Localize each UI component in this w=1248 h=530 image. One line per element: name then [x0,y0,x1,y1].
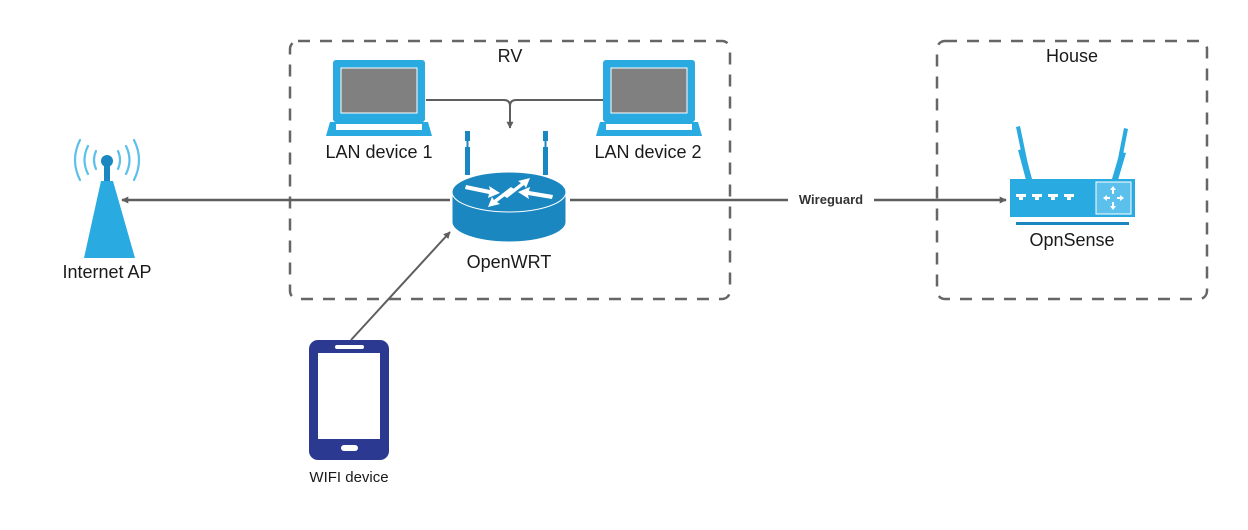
node-lan-device-2[interactable]: LAN device 2 [594,60,702,162]
group-rv: RV [288,39,732,301]
edge-wireguard: Wireguard [570,192,1007,207]
node-lan-device-1[interactable]: LAN device 1 [325,60,433,162]
smartphone-icon [309,340,389,460]
node-label: LAN device 1 [325,142,432,162]
laptop-icon [326,60,432,136]
node-opnsense[interactable]: OpnSense [1010,126,1135,250]
antenna-tower-icon [73,138,141,258]
node-internet-ap[interactable]: Internet AP [62,138,152,282]
edge-lan-to-openwrt [426,99,603,129]
node-label: OpenWRT [467,252,552,272]
wifi-router-icon [1010,126,1135,225]
group-label-rv: RV [498,46,523,66]
node-label: WIFI device [309,469,388,486]
edge-label-wireguard: Wireguard [799,192,863,207]
group-house: House [935,39,1209,301]
node-label: OpnSense [1029,230,1114,250]
laptop-icon [596,60,702,136]
node-wifi-device[interactable]: WIFI device [309,340,389,486]
edge-wifi-to-openwrt [350,231,451,341]
group-label-house: House [1046,46,1098,66]
node-openwrt[interactable]: OpenWRT [451,131,567,272]
node-label: Internet AP [62,262,151,282]
router-icon [451,131,567,243]
node-label: LAN device 2 [594,142,701,162]
